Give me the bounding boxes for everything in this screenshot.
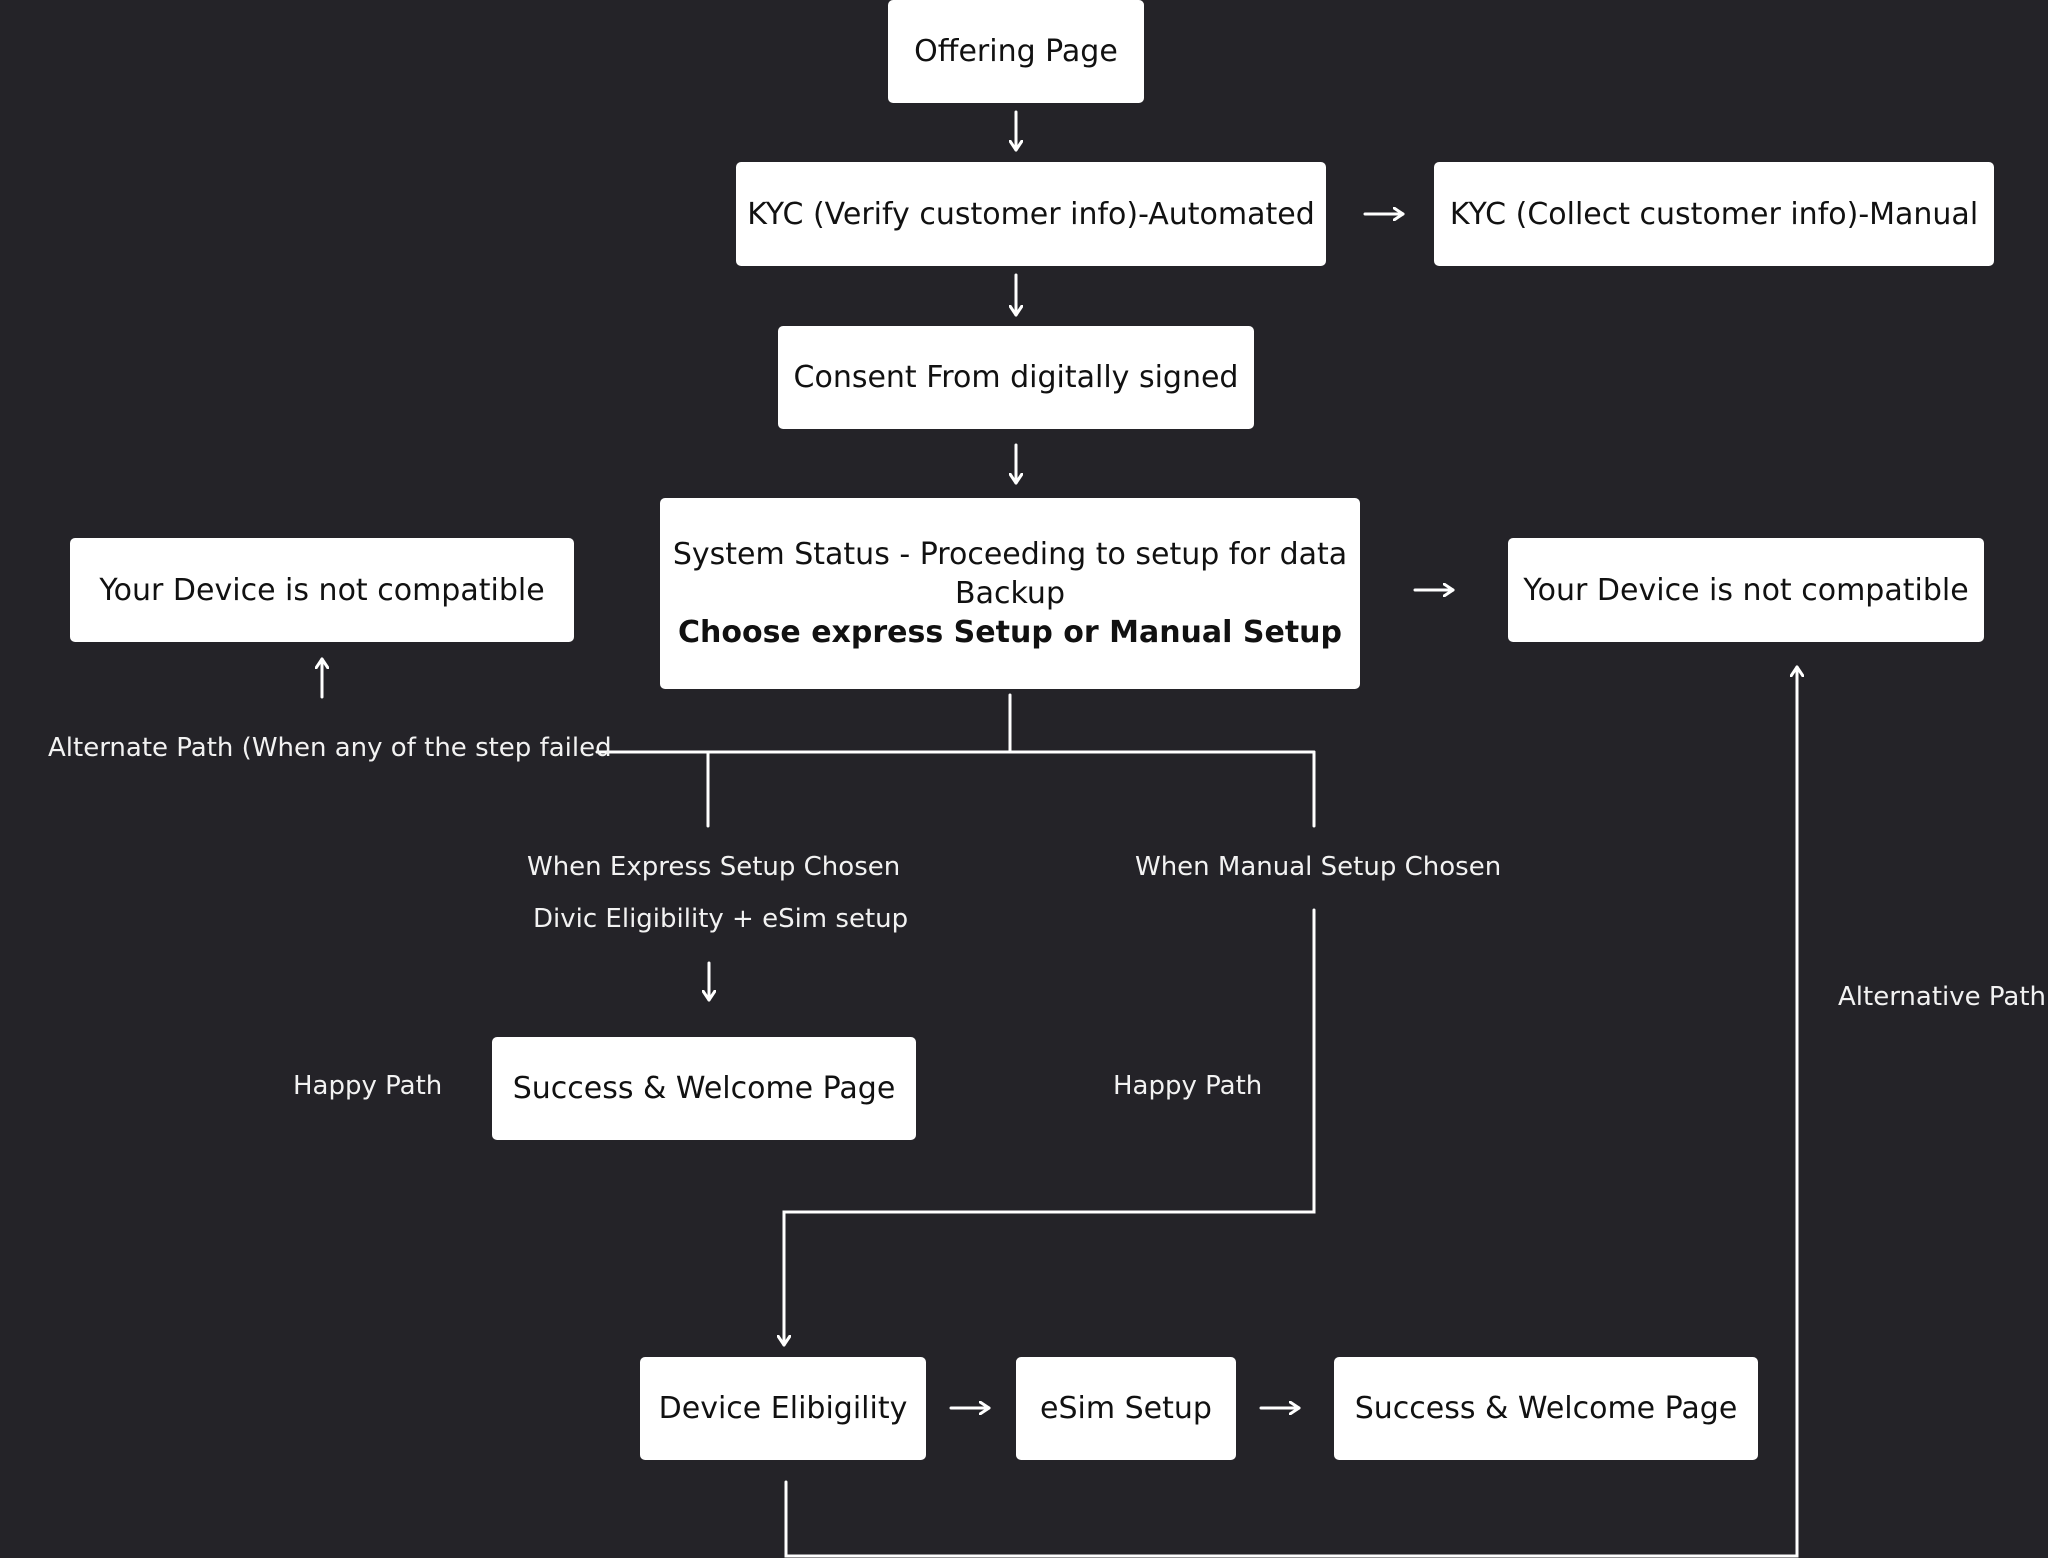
not-compatible-left-node: Your Device is not compatible (70, 538, 574, 642)
device-eligibility-label: Device Elibigility (658, 1391, 908, 1426)
happy-path-right-label: Happy Path (1113, 1071, 1263, 1101)
express-chosen-label: When Express Setup Chosen (527, 852, 901, 882)
not-compatible-right-label: Your Device is not compatible (1523, 572, 1969, 608)
alternative-path-label: Alternative Path (1838, 982, 2047, 1012)
success-express-node: Success & Welcome Page (492, 1037, 916, 1140)
express-detail-label: Divic Eligibility + eSim setup (533, 904, 909, 934)
not-compatible-left-label: Your Device is not compatible (99, 572, 545, 608)
alternative-path-line (784, 665, 1797, 1558)
kyc-automated-node: KYC (Verify customer info)-Automated (736, 162, 1326, 266)
esim-setup-node: eSim Setup (1016, 1357, 1236, 1460)
success-express-label: Success & Welcome Page (512, 1071, 896, 1106)
kyc-manual-label: KYC (Collect customer info)-Manual (1449, 196, 1979, 232)
kyc-automated-label: KYC (Verify customer info)-Automated (747, 196, 1315, 232)
device-eligibility-node: Device Elibigility (640, 1357, 926, 1460)
happy-path-left-label: Happy Path (293, 1071, 443, 1101)
offering-page-label: Offering Page (914, 34, 1118, 69)
manual-path-line (784, 908, 1316, 1347)
consent-label: Consent From digitally signed (793, 360, 1239, 395)
system-status-node: System Status - Proceeding to setup for … (660, 498, 1360, 689)
system-status-line1: System Status - Proceeding to setup for … (672, 537, 1348, 572)
consent-node: Consent From digitally signed (778, 326, 1254, 429)
offering-page-node: Offering Page (888, 0, 1144, 103)
alternate-path-label: Alternate Path (When any of the step fai… (48, 733, 612, 763)
manual-chosen-label: When Manual Setup Chosen (1135, 852, 1502, 882)
not-compatible-right-node: Your Device is not compatible (1508, 538, 1984, 642)
success-manual-label: Success & Welcome Page (1354, 1391, 1738, 1426)
success-manual-node: Success & Welcome Page (1334, 1357, 1758, 1460)
esim-setup-label: eSim Setup (1040, 1391, 1212, 1426)
system-status-choice: Choose express Setup or Manual Setup (677, 615, 1343, 650)
kyc-manual-node: KYC (Collect customer info)-Manual (1434, 162, 1994, 266)
system-status-line2: Backup (955, 576, 1065, 611)
